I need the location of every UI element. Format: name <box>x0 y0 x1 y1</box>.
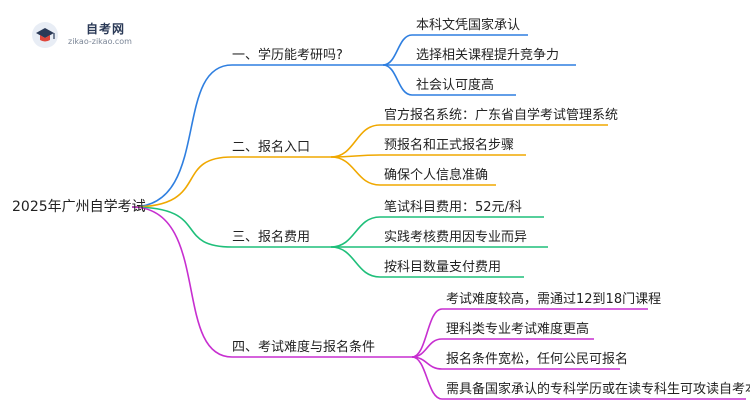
branch-connector <box>131 206 233 248</box>
leaf-node: 预报名和正式报名步骤 <box>384 138 515 153</box>
branch-node: 四、考试难度与报名条件 <box>232 340 376 355</box>
leaf-connector <box>411 356 443 400</box>
leaf-node: 考试难度较高，需通过12到18门课程 <box>446 292 662 307</box>
leaf-node: 选择相关课程提升竞争力 <box>416 48 560 63</box>
leaf-node: 社会认可度高 <box>416 78 495 93</box>
leaf-connector <box>382 64 413 96</box>
leaf-node: 本科文凭国家承认 <box>416 18 521 33</box>
leaf-node: 实践考核费用因专业而异 <box>384 230 528 245</box>
leaf-connector <box>330 246 381 278</box>
branch-node: 一、学历能考研吗? <box>232 48 343 63</box>
leaf-connector <box>382 34 413 66</box>
leaf-connector <box>330 124 381 158</box>
leaf-node: 报名条件宽松，任何公民可报名 <box>446 352 629 367</box>
leaf-connector <box>330 216 381 248</box>
logo-title: 自考网 <box>86 22 126 36</box>
branch-node: 二、报名入口 <box>232 140 311 155</box>
logo-url: zikao-zikao.com <box>68 37 132 46</box>
logo: 自考网 zikao-zikao.com <box>30 16 150 56</box>
branch-node: 三、报名费用 <box>232 230 311 245</box>
leaf-node: 笔试科目费用：52元/科 <box>384 200 522 215</box>
root-node: 2025年广州自学考试 <box>12 199 146 215</box>
branch-connector <box>131 206 233 358</box>
leaf-node: 需具备国家承认的专科学历或在读专科生可攻读自考本科 <box>446 382 750 397</box>
leaf-node: 理科类专业考试难度更高 <box>446 322 590 337</box>
leaf-node: 官方报名系统：广东省自学考试管理系统 <box>384 108 619 123</box>
leaf-connector <box>411 308 443 358</box>
leaf-node: 按科目数量支付费用 <box>384 260 502 275</box>
leaf-connector <box>330 156 381 186</box>
leaf-node: 确保个人信息准确 <box>384 168 489 183</box>
branch-connector <box>131 156 233 208</box>
branch-connector <box>131 64 233 208</box>
logo-badge-icon <box>32 22 58 48</box>
